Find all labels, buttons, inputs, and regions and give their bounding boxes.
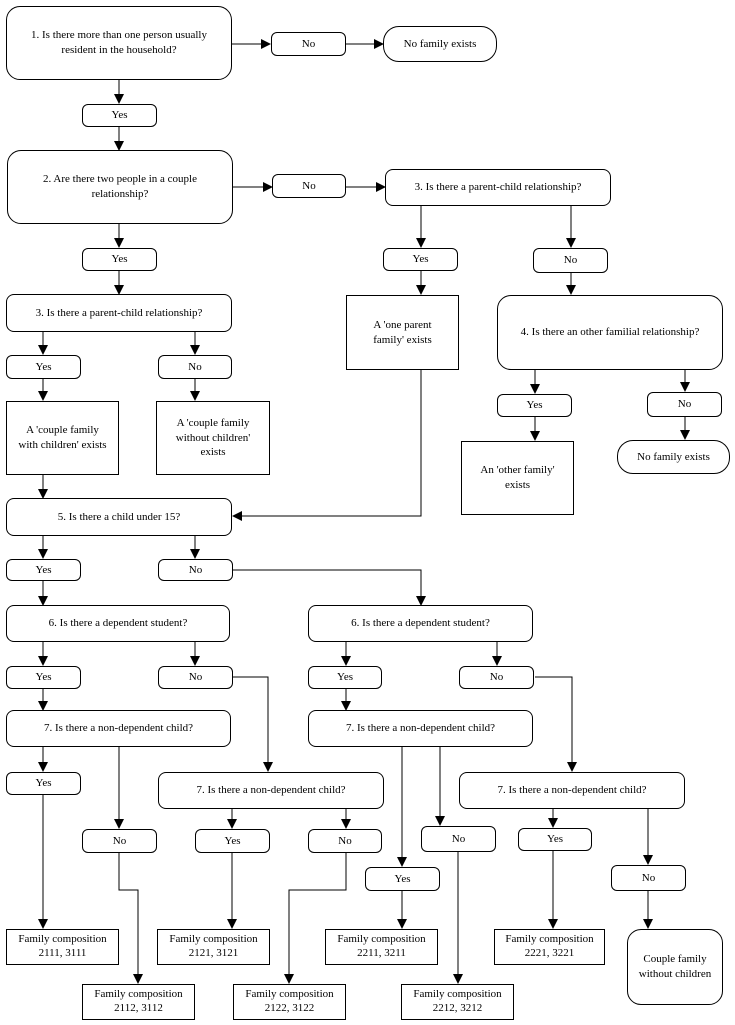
question-3-left: 3. Is there a parent-child relationship?: [6, 294, 232, 332]
question-7-b: 7. Is there a non-dependent child?: [158, 772, 384, 809]
q6-right-yes-label: Yes: [308, 666, 382, 689]
q1-no-label: No: [271, 32, 346, 56]
q6-left-yes-label: Yes: [6, 666, 81, 689]
q7c-yes-label: Yes: [365, 867, 440, 891]
couple-family-without-children-terminal: Couple family without children: [627, 929, 723, 1005]
q7d-yes-label: Yes: [518, 828, 592, 851]
family-composition-2121: Family composition 2121, 3121: [157, 929, 270, 965]
q3-left-no-label: No: [158, 355, 232, 379]
couple-family-with-children-box: A 'couple family with children' exists: [6, 401, 119, 475]
question-5: 5. Is there a child under 15?: [6, 498, 232, 536]
family-composition-2211: Family composition 2211, 3211: [325, 929, 438, 965]
q7c-no-label: No: [421, 826, 496, 852]
question-6-left: 6. Is there a dependent student?: [6, 605, 230, 642]
question-7-d: 7. Is there a non-dependent child?: [459, 772, 685, 809]
question-1: 1. Is there more than one person usually…: [6, 6, 232, 80]
q7a-no-label: No: [82, 829, 157, 853]
q7b-no-label: No: [308, 829, 382, 853]
q7a-yes-label: Yes: [6, 772, 81, 795]
one-parent-family-box: A 'one parent family' exists: [346, 295, 459, 370]
q5-no-label: No: [158, 559, 233, 581]
q6-left-no-label: No: [158, 666, 233, 689]
q1-yes-label: Yes: [82, 104, 157, 127]
family-composition-2221: Family composition 2221, 3221: [494, 929, 605, 965]
family-composition-2212: Family composition 2212, 3212: [401, 984, 514, 1020]
question-7-c: 7. Is there a non-dependent child?: [308, 710, 533, 747]
couple-family-without-children-box: A 'couple family without children' exist…: [156, 401, 270, 475]
q3-right-yes-label: Yes: [383, 248, 458, 271]
q7d-no-label: No: [611, 865, 686, 891]
q3-right-no-label: No: [533, 248, 608, 273]
q4-yes-label: Yes: [497, 394, 572, 417]
question-4: 4. Is there an other familial relationsh…: [497, 295, 723, 370]
question-2: 2. Are there two people in a couple rela…: [7, 150, 233, 224]
q3-left-yes-label: Yes: [6, 355, 81, 379]
other-family-box: An 'other family' exists: [461, 441, 574, 515]
family-composition-2122: Family composition 2122, 3122: [233, 984, 346, 1020]
q4-no-label: No: [647, 392, 722, 417]
question-6-right: 6. Is there a dependent student?: [308, 605, 533, 642]
no-family-exists-terminal: No family exists: [383, 26, 497, 62]
no-family-exists-terminal-2: No family exists: [617, 440, 730, 474]
question-3-right: 3. Is there a parent-child relationship?: [385, 169, 611, 206]
q2-yes-label: Yes: [82, 248, 157, 271]
q2-no-label: No: [272, 174, 346, 198]
family-composition-2111: Family composition 2111, 3111: [6, 929, 119, 965]
question-7-a: 7. Is there a non-dependent child?: [6, 710, 231, 747]
q7b-yes-label: Yes: [195, 829, 270, 853]
q6-right-no-label: No: [459, 666, 534, 689]
family-composition-2112: Family composition 2112, 3112: [82, 984, 195, 1020]
q5-yes-label: Yes: [6, 559, 81, 581]
